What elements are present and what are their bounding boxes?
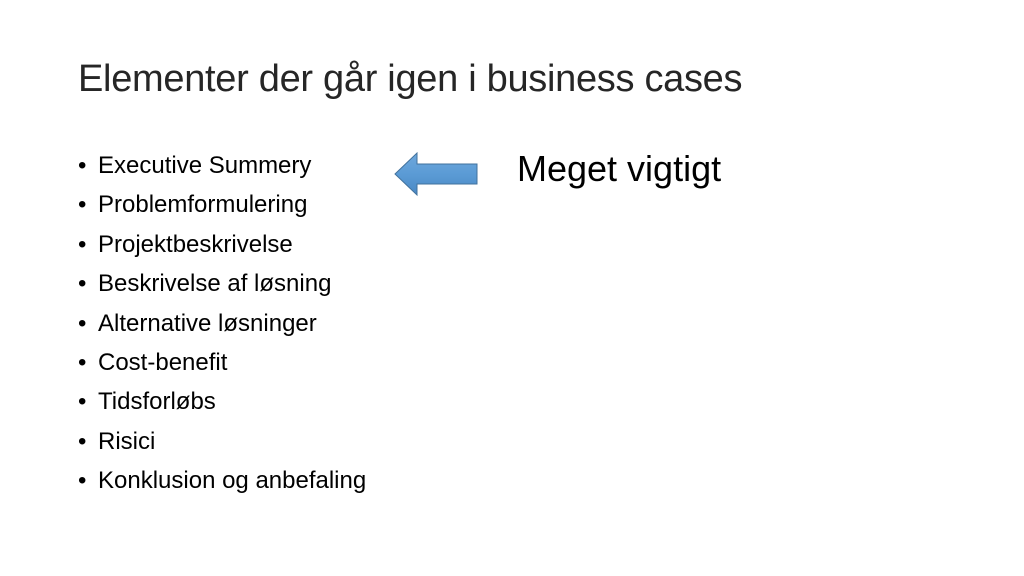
- bullet-text: Cost-benefit: [98, 348, 228, 376]
- list-item: • Cost-benefit: [78, 349, 366, 388]
- list-item: • Problemformulering: [78, 191, 366, 230]
- list-item: • Executive Summery: [78, 152, 366, 191]
- bullet-text: Projektbeskrivelse: [98, 230, 293, 258]
- bullet-glyph: •: [78, 427, 87, 455]
- bullet-glyph: •: [78, 270, 87, 298]
- bullet-glyph: •: [78, 388, 87, 416]
- bullet-glyph: •: [78, 348, 87, 376]
- bullet-text: Alternative løsninger: [98, 309, 317, 337]
- bullet-text: Problemformulering: [98, 191, 308, 219]
- bullet-glyph: •: [78, 230, 87, 258]
- list-item: • Alternative løsninger: [78, 310, 366, 349]
- bullet-text: Executive Summery: [98, 152, 312, 179]
- list-item: • Tidsforløbs: [78, 388, 366, 427]
- slide-title: Elementer der går igen i business cases: [78, 58, 743, 100]
- bullet-glyph: •: [78, 191, 87, 219]
- list-item: • Beskrivelse af løsning: [78, 270, 366, 309]
- bullet-glyph: •: [78, 467, 87, 495]
- list-item: • Risici: [78, 428, 366, 467]
- bullet-list: • Executive Summery • Problemformulering…: [78, 152, 366, 507]
- arrow-shape: [394, 151, 478, 197]
- bullet-text: Beskrivelse af løsning: [98, 270, 332, 298]
- bullet-glyph: •: [78, 152, 87, 179]
- list-item: • Konklusion og anbefaling: [78, 467, 366, 506]
- bullet-text: Tidsforløbs: [98, 388, 216, 416]
- bullet-text: Risici: [98, 427, 156, 455]
- callout-text: Meget vigtigt: [517, 148, 722, 189]
- list-item: • Projektbeskrivelse: [78, 231, 366, 270]
- left-arrow-icon: [394, 151, 478, 197]
- bullet-glyph: •: [78, 309, 87, 337]
- bullet-text: Konklusion og anbefaling: [98, 467, 367, 495]
